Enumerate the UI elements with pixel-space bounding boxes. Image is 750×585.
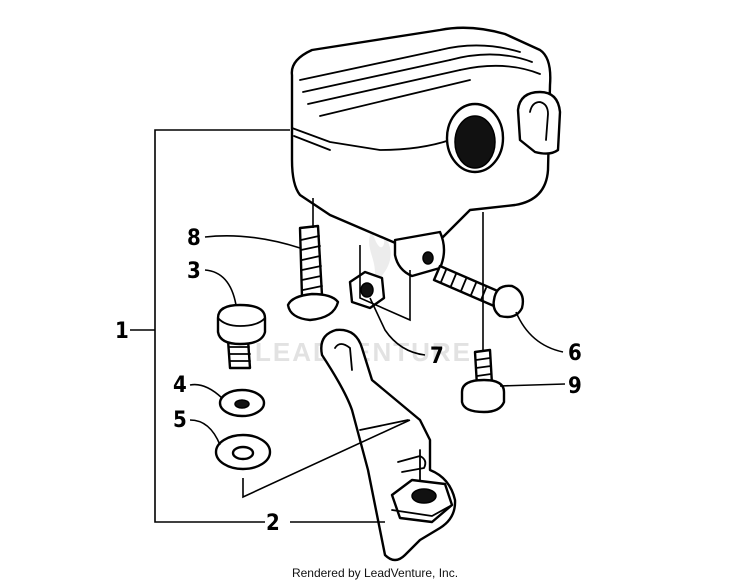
callout-9: 9 [568, 374, 582, 399]
callout-labels: 1 2 3 4 5 6 7 8 9 [115, 226, 582, 536]
callout-4: 4 [173, 373, 187, 398]
callout-2: 2 [266, 511, 280, 536]
bolt-9 [460, 348, 506, 414]
nut-7 [348, 270, 386, 310]
callout-5: 5 [173, 408, 187, 433]
callout-1: 1 [115, 319, 129, 344]
callout-6: 6 [568, 341, 582, 366]
callout-7: 7 [430, 344, 444, 369]
screw-6 [432, 264, 525, 319]
callout-3: 3 [187, 259, 201, 284]
washer-4 [218, 388, 266, 418]
switch-lever-2 [320, 328, 457, 562]
leader-lines [130, 129, 566, 523]
callout-8: 8 [187, 226, 201, 251]
switch-housing [290, 26, 562, 278]
washer-5 [214, 433, 272, 471]
footer-credit: Rendered by LeadVenture, Inc. [291, 566, 459, 580]
screw-8 [286, 224, 340, 322]
screw-3 [216, 303, 267, 370]
